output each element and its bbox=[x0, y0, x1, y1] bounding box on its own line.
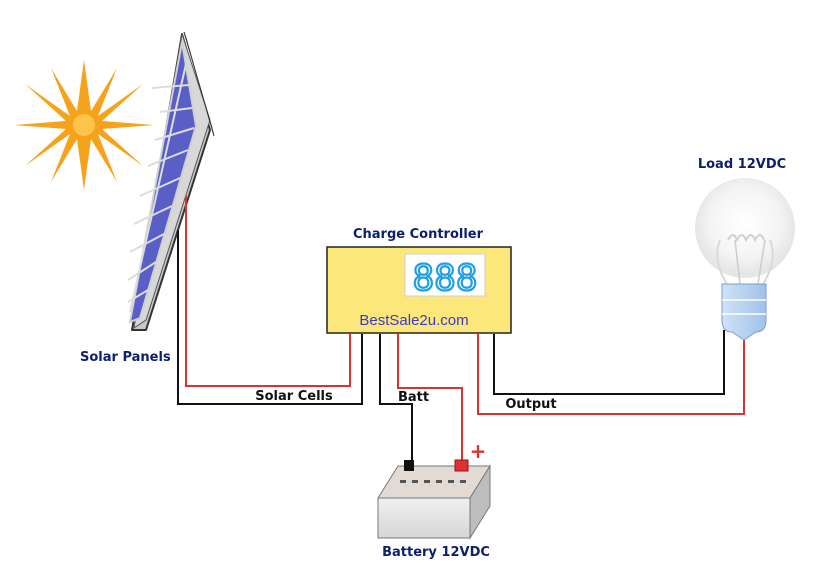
sun-icon bbox=[14, 60, 154, 190]
controller-brand: BestSale2u.com bbox=[359, 312, 468, 329]
wire-load-positive bbox=[477, 334, 745, 415]
wire-output-label: Output bbox=[505, 397, 556, 412]
charge-controller: 888 BestSale2u.com bbox=[326, 246, 512, 334]
charge-controller-label: Charge Controller bbox=[353, 227, 484, 242]
wire-batt-label: Batt bbox=[398, 390, 429, 405]
wire-load-negative bbox=[493, 330, 725, 395]
controller-display-digits: 888 bbox=[412, 258, 477, 299]
solar-panels-label: Solar Panels bbox=[80, 350, 171, 365]
wire-battery-positive bbox=[397, 334, 463, 462]
solar-panel-icon bbox=[127, 31, 215, 331]
controller-display bbox=[404, 253, 486, 297]
battery-positive-sign: + bbox=[470, 439, 487, 463]
light-bulb-icon bbox=[695, 178, 795, 341]
load-label: Load 12VDC bbox=[698, 157, 786, 172]
wire-solar-positive bbox=[185, 196, 351, 387]
wire-solar-negative bbox=[177, 230, 363, 405]
battery-label: Battery 12VDC bbox=[382, 545, 490, 560]
battery-icon: + bbox=[377, 439, 491, 540]
wire-solar-cells-label: Solar Cells bbox=[255, 389, 333, 404]
wire-battery-negative bbox=[379, 334, 413, 462]
